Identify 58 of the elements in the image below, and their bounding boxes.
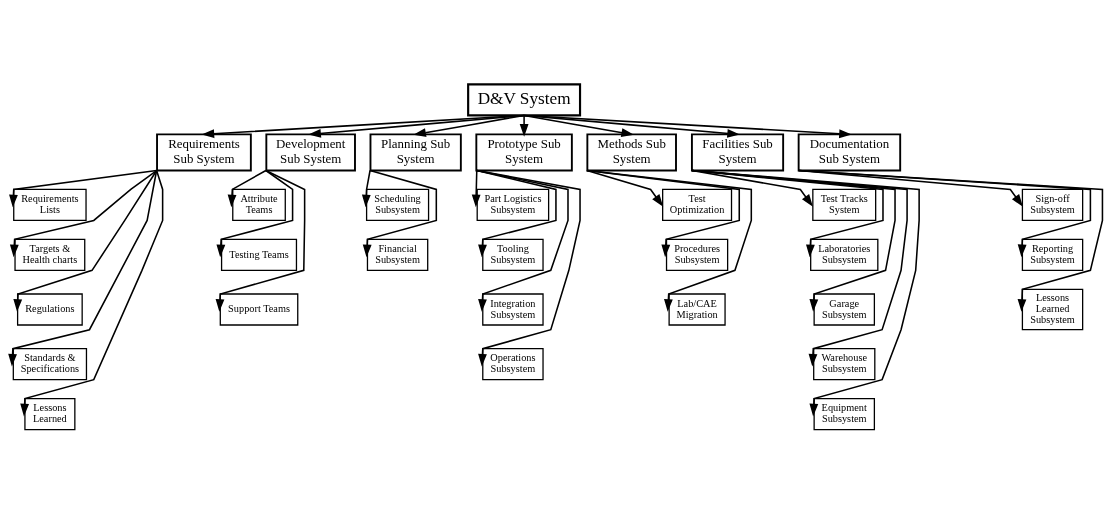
arrow [471,169,481,207]
node-box: Lessons Learned [24,397,76,430]
arrow [691,169,896,312]
arrow [201,114,525,138]
node-box: Tooling Subsystem [482,238,544,271]
arrow [20,169,164,416]
node-box: Requirements Sub System [156,132,252,171]
node-box: Warehouse Subsystem [813,347,876,380]
node-box: Scheduling Subsystem [365,188,430,221]
arrow [523,114,740,138]
node-box: D&V System [467,82,582,116]
arrow [361,169,371,207]
node-box: Testing Teams [220,238,298,271]
node-box: Equipment Subsystem [813,397,876,430]
arrow [691,169,813,207]
node-box: Reporting Subsystem [1021,238,1084,271]
node-box: Development Sub System [265,132,356,171]
arrow [691,169,908,366]
arrow [308,114,525,138]
node-box: Documentation Sub System [797,132,902,171]
node-box: Part Logistics Subsystem [476,188,550,221]
arrow [523,114,634,137]
arrow [8,169,158,366]
arrow [586,169,741,257]
node-box: Operations Subsystem [482,347,544,380]
node-box: Lessons Learned Subsystem [1021,288,1084,330]
node-box: Laboratories Subsystem [810,238,879,271]
node-box: Targets & Health charts [14,238,86,271]
node-box: Support Teams [219,292,299,326]
node-box: Sign-off Subsystem [1021,188,1084,221]
arrow [216,169,294,257]
arrow [586,169,753,312]
node-box: Attribute Teams [232,188,286,221]
arrow [519,114,529,137]
node-box: Procedures Subsystem [665,238,729,271]
node-box: Test Optimization [662,188,733,221]
node-box: Methods Sub System [586,132,677,171]
arrow [227,169,267,207]
node-box: Facilities Sub System [690,132,785,171]
node-box: Standards & Specifications [12,347,88,380]
arrow [215,169,306,312]
node-box: Lab/CAE Migration [668,292,726,326]
node-box: Integration Subsystem [482,292,544,326]
node-box: Financial Subsystem [366,238,429,271]
arrow [413,114,525,137]
node-box: Garage Subsystem [813,292,876,326]
arrow [523,114,852,138]
arrow [691,169,920,416]
node-box: Test Tracks System [812,188,877,221]
node-box: Regulations [16,292,83,326]
arrow [586,169,664,207]
arrow [797,169,1104,312]
arrow [9,169,158,207]
arrow [9,169,158,257]
node-box: Prototype Sub System [475,132,573,171]
arrow [691,169,884,257]
node-box: Requirements Lists [13,188,87,221]
node-box: Planning Sub System [369,132,462,171]
